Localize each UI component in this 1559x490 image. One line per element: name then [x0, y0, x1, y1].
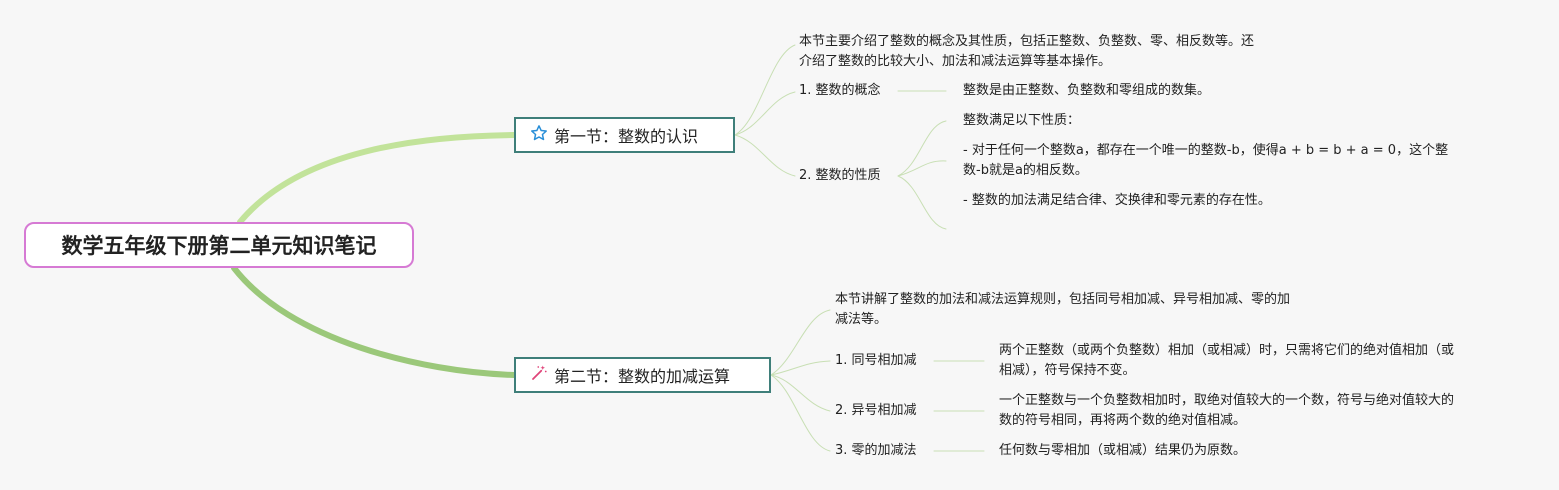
section-1-title: 第一节：整数的认识	[554, 127, 699, 146]
detail-line: 相减），符号保持不变。	[999, 363, 1136, 378]
summary-line: 本节讲解了整数的加法和减法运算规则，包括同号相加减、异号相加减、零的加	[835, 292, 1291, 307]
link-section-1-item-1	[734, 91, 796, 136]
section-1-item-1-detail[interactable]: 整数是由正整数、负整数和零组成的数集。	[963, 83, 1211, 98]
section-2-summary[interactable]: 本节讲解了整数的加法和减法运算规则，包括同号相加减、异号相加减、零的加 减法等。	[835, 290, 1290, 330]
section-1-item-2-detail-2[interactable]: - 对于任何一个整数a，都存在一个唯一的整数-b，使得a + b = b + a…	[963, 141, 1448, 181]
section-1-item-1-label[interactable]: 1. 整数的概念	[799, 83, 881, 98]
link-section-1-summary	[734, 44, 796, 136]
section-1-item-2-label[interactable]: 2. 整数的性质	[799, 168, 881, 183]
branch-line-section-2	[231, 265, 517, 378]
link-section-2-item-1	[770, 360, 831, 376]
link-item-2-detail-1	[897, 120, 947, 177]
section-2-item-3-label[interactable]: 3. 零的加减法	[835, 443, 917, 458]
detail-line: 两个正整数（或两个负整数）相加（或相减）时，只需将它们的绝对值相加（或	[999, 343, 1455, 358]
section-2-item-2-label[interactable]: 2. 异号相加减	[835, 403, 917, 418]
magic-wand-icon	[530, 364, 548, 386]
link-section-1-item-2	[734, 134, 796, 177]
link-item-2-detail-3	[897, 175, 947, 230]
section-1-item-2-detail-1[interactable]: 整数满足以下性质：	[963, 113, 1081, 128]
link-item-2-detail-2	[897, 160, 947, 177]
section-2-topic[interactable]: 第二节：整数的加减运算	[514, 357, 771, 393]
section-1-topic[interactable]: 第一节：整数的认识	[514, 117, 735, 153]
summary-line: 减法等。	[835, 312, 888, 327]
link-section-2-item-3	[770, 374, 831, 452]
root-title: 数学五年级下册第二单元知识笔记	[61, 234, 377, 258]
detail-line: 数-b就是a的相反数。	[963, 163, 1088, 178]
section-2-item-2-detail[interactable]: 一个正整数与一个负整数相加时，取绝对值较大的一个数，符号与绝对值较大的 数的符号…	[999, 391, 1454, 431]
detail-line: 一个正整数与一个负整数相加时，取绝对值较大的一个数，符号与绝对值较大的	[999, 393, 1455, 408]
summary-line: 介绍了整数的比较大小、加法和减法运算等基本操作。	[799, 54, 1112, 69]
section-2-item-1-label[interactable]: 1. 同号相加减	[835, 353, 917, 368]
section-2-item-1-detail[interactable]: 两个正整数（或两个负整数）相加（或相减）时，只需将它们的绝对值相加（或 相减），…	[999, 341, 1454, 381]
summary-line: 本节主要介绍了整数的概念及其性质，包括正整数、负整数、零、相反数等。还	[799, 34, 1255, 49]
link-section-2-item-2	[770, 374, 831, 412]
section-2-item-3-detail[interactable]: 任何数与零相加（或相减）结果仍为原数。	[999, 443, 1247, 458]
detail-line: 数的符号相同，再将两个数的绝对值相减。	[999, 413, 1247, 428]
link-section-2-summary	[770, 309, 831, 376]
star-icon	[530, 124, 548, 146]
section-1-summary[interactable]: 本节主要介绍了整数的概念及其性质，包括正整数、负整数、零、相反数等。还 介绍了整…	[799, 32, 1254, 72]
branch-line-section-1	[237, 132, 517, 225]
detail-line: - 对于任何一个整数a，都存在一个唯一的整数-b，使得a + b = b + a…	[963, 143, 1449, 158]
root-topic[interactable]: 数学五年级下册第二单元知识笔记	[24, 222, 414, 268]
section-1-item-2-detail-3[interactable]: - 整数的加法满足结合律、交换律和零元素的存在性。	[963, 193, 1271, 208]
section-2-title: 第二节：整数的加减运算	[554, 367, 731, 386]
